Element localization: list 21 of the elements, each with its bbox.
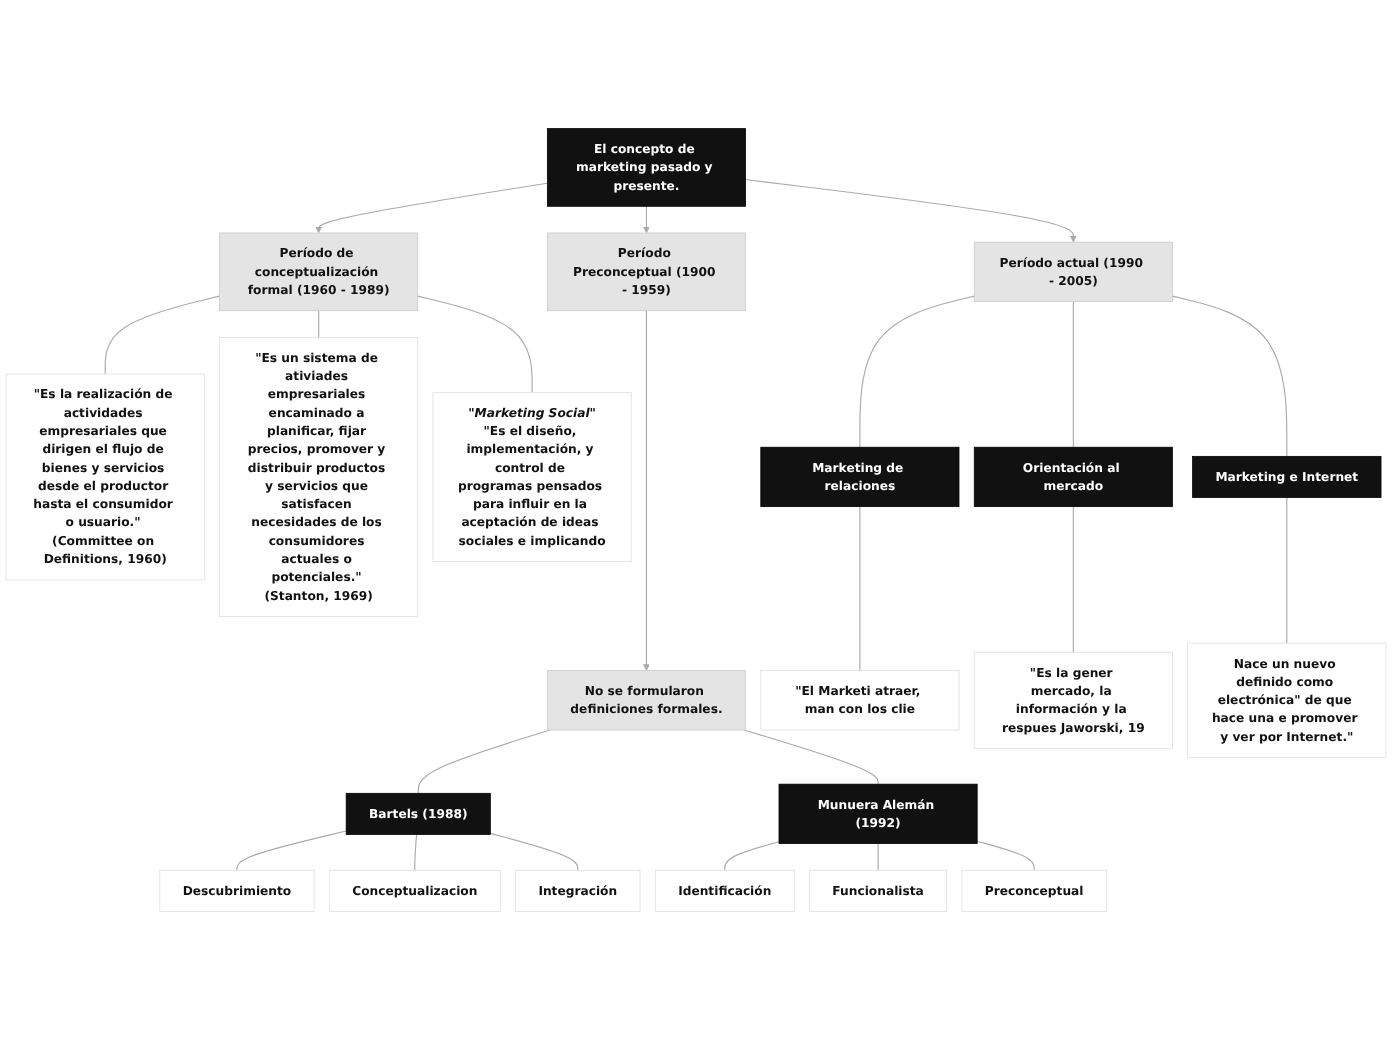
connector [1286,496,1288,644]
connector [859,506,861,672]
connector [417,295,533,393]
connector [104,295,221,375]
connector [417,729,551,794]
connector [489,832,579,871]
arrow [315,182,548,234]
connector [859,295,975,448]
connector [1072,506,1074,653]
connector [1072,301,1074,448]
arrow [744,179,1077,243]
connector [236,830,347,871]
connector [414,833,418,871]
arrow [643,310,650,671]
connector [877,843,879,871]
connector [976,840,1035,871]
arrow [643,205,650,234]
connector [724,841,780,871]
connector [743,729,879,785]
connector [1171,295,1288,457]
connector [318,310,320,338]
